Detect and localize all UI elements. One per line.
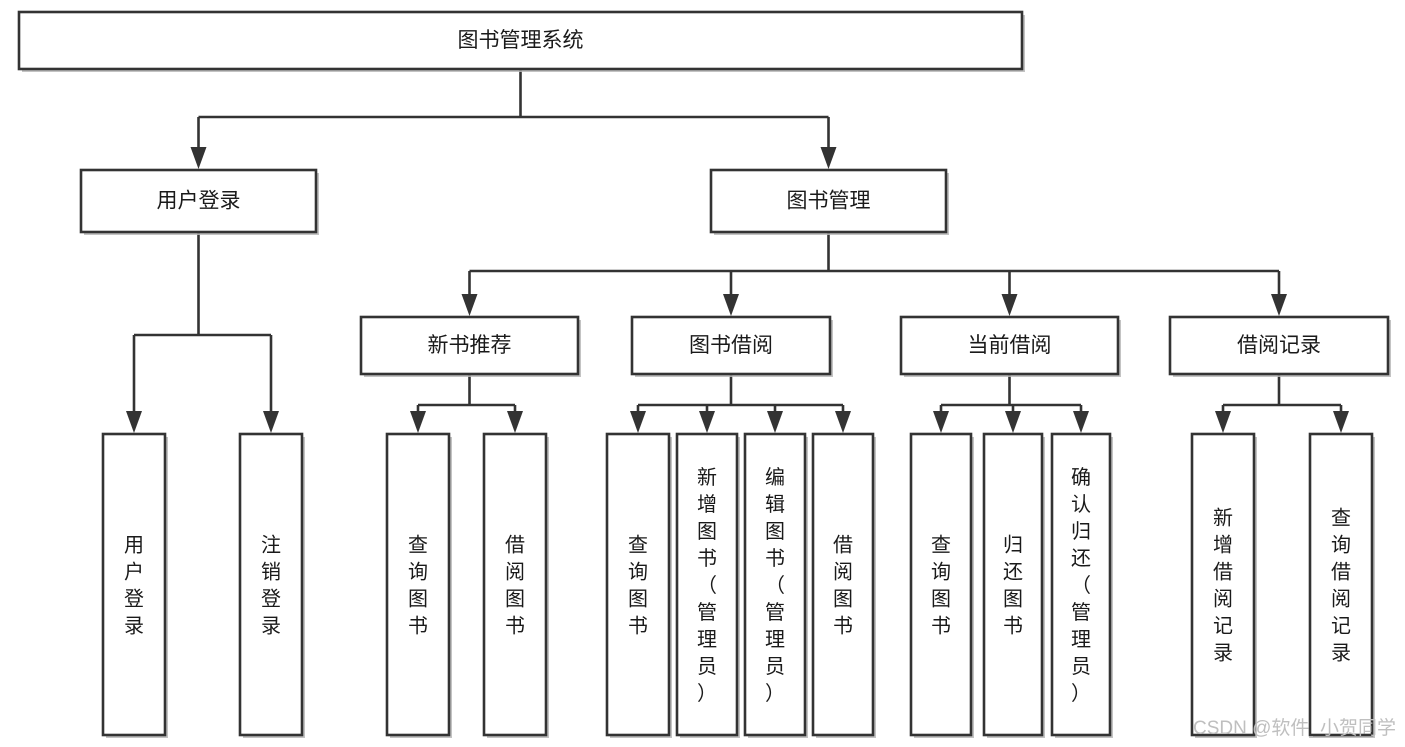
node-label: 当前借阅 (968, 334, 1052, 357)
node-label: 编辑图书（管理员） (765, 466, 785, 705)
connector-group-current-borrow (933, 374, 1089, 433)
arrow-head-icon (410, 411, 426, 433)
node-leaf-edit-book[interactable]: 编辑图书（管理员） (743, 432, 808, 738)
node-box[interactable] (1050, 432, 1112, 737)
node-current-borrow[interactable]: 当前借阅 (899, 315, 1121, 377)
node-box[interactable] (1308, 432, 1374, 737)
node-label: 借阅记录 (1237, 334, 1321, 357)
node-leaf-user-login[interactable]: 用户登录 (101, 432, 168, 738)
node-leaf-query-book-2[interactable]: 查询图书 (605, 432, 672, 738)
watermark-label: CSDN @软件_小贺同学 (1193, 717, 1396, 739)
node-layer: 图书管理系统用户登录图书管理新书推荐图书借阅当前借阅借阅记录用户登录注销登录查询… (17, 10, 1391, 738)
connector-group-user-login (126, 232, 279, 433)
node-leaf-add-record[interactable]: 新增借阅记录 (1190, 432, 1257, 738)
node-book-borrow[interactable]: 图书借阅 (630, 315, 833, 377)
connector-group-book-borrow (630, 374, 851, 433)
node-new-book-rec[interactable]: 新书推荐 (359, 315, 581, 377)
arrow-head-icon (723, 294, 739, 316)
node-box[interactable] (385, 432, 451, 737)
arrow-head-icon (461, 294, 478, 316)
node-box[interactable] (982, 432, 1044, 737)
node-box[interactable] (675, 432, 739, 737)
node-label: 确认归还（管理员） (1071, 466, 1091, 705)
node-label: 查询图书 (408, 534, 428, 638)
arrow-head-icon (767, 411, 783, 433)
node-book-manage[interactable]: 图书管理 (709, 168, 949, 235)
arrow-head-icon (190, 147, 207, 169)
node-box[interactable] (359, 315, 580, 376)
arrow-head-icon (699, 411, 715, 433)
arrow-head-icon (126, 411, 142, 433)
node-leaf-return-book[interactable]: 归还图书 (982, 432, 1045, 738)
node-label: 查询图书 (931, 534, 951, 638)
node-label: 归还图书 (1003, 534, 1023, 638)
arrow-head-icon (507, 411, 523, 433)
node-leaf-borrow-book-1[interactable]: 借阅图书 (482, 432, 549, 738)
node-box[interactable] (482, 432, 548, 737)
node-box[interactable] (1190, 432, 1256, 737)
node-box[interactable] (1168, 315, 1390, 376)
node-box[interactable] (709, 168, 948, 234)
arrow-head-icon (1001, 294, 1018, 316)
node-leaf-query-book-1[interactable]: 查询图书 (385, 432, 452, 738)
node-label: 注销登录 (261, 534, 281, 638)
node-label: 用户登录 (157, 190, 241, 213)
node-label: 新书推荐 (428, 334, 512, 357)
arrow-head-icon (1333, 411, 1349, 433)
node-user-login[interactable]: 用户登录 (79, 168, 319, 235)
node-box[interactable] (743, 432, 807, 737)
connector-group-borrow-record (1215, 374, 1349, 433)
arrow-head-icon (630, 411, 646, 433)
node-label: 图书管理 (787, 190, 871, 213)
node-root[interactable]: 图书管理系统 (17, 10, 1025, 72)
node-label: 新增借阅记录 (1213, 507, 1233, 665)
node-label: 借阅图书 (833, 534, 853, 638)
node-label: 查询借阅记录 (1331, 507, 1351, 665)
arrow-head-icon (820, 147, 837, 169)
arrow-head-icon (1073, 411, 1089, 433)
node-label: 借阅图书 (505, 534, 525, 638)
node-leaf-confirm-return[interactable]: 确认归还（管理员） (1050, 432, 1113, 738)
node-box[interactable] (909, 432, 973, 737)
arrow-head-icon (1215, 411, 1231, 433)
node-box[interactable] (605, 432, 671, 737)
node-box[interactable] (899, 315, 1120, 376)
connector-group-new-book-rec (410, 374, 523, 433)
node-leaf-query-record[interactable]: 查询借阅记录 (1308, 432, 1375, 738)
node-label: 查询图书 (628, 534, 648, 638)
node-leaf-user-logout[interactable]: 注销登录 (238, 432, 305, 738)
node-leaf-add-book[interactable]: 新增图书（管理员） (675, 432, 740, 738)
node-leaf-borrow-book-2[interactable]: 借阅图书 (811, 432, 876, 738)
connector-group-root (190, 69, 837, 169)
connector-group-book-manage (461, 232, 1287, 316)
arrow-head-icon (835, 411, 851, 433)
node-label: 新增图书（管理员） (697, 466, 717, 705)
arrow-head-icon (263, 411, 279, 433)
node-box[interactable] (101, 432, 167, 737)
node-leaf-query-book-3[interactable]: 查询图书 (909, 432, 974, 738)
arrow-head-icon (1271, 294, 1287, 316)
node-label: 图书借阅 (689, 334, 773, 357)
arrow-head-icon (933, 411, 949, 433)
node-box[interactable] (17, 10, 1024, 71)
node-borrow-record[interactable]: 借阅记录 (1168, 315, 1391, 377)
node-label: 用户登录 (124, 535, 144, 638)
connector-layer (126, 69, 1349, 433)
node-label: 图书管理系统 (458, 29, 584, 52)
node-box[interactable] (238, 432, 304, 737)
node-box[interactable] (811, 432, 875, 737)
node-box[interactable] (79, 168, 318, 234)
arrow-head-icon (1005, 411, 1021, 433)
node-box[interactable] (630, 315, 832, 376)
